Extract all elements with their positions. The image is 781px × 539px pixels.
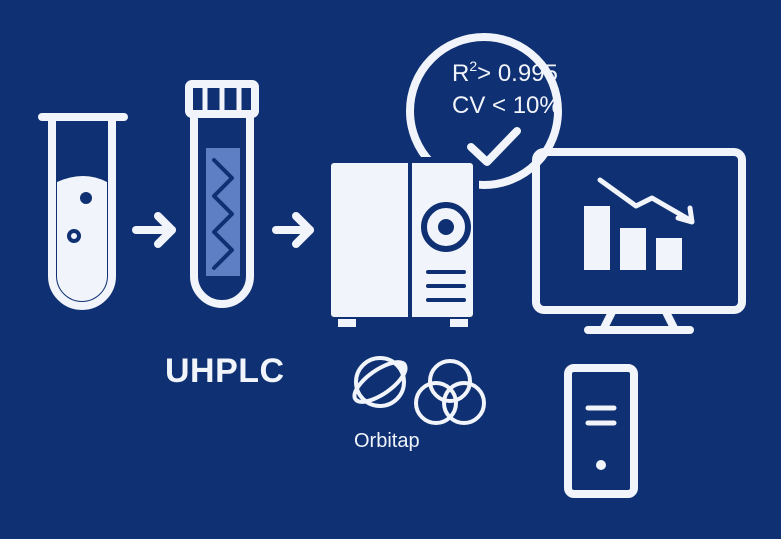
arrow-right-icon <box>132 212 176 248</box>
cv-label: CV < 10% <box>452 92 561 119</box>
column-tube-icon <box>185 80 259 308</box>
r-squared-label: R2> 0.995 <box>452 58 558 87</box>
arrow-right-icon <box>272 212 314 248</box>
orbit-atom-icon <box>352 356 408 408</box>
uhplc-label: UHPLC <box>165 352 285 390</box>
orbitrap-label: Orbitap <box>354 430 420 452</box>
mass-spectrometer-icon <box>325 157 479 327</box>
monitor-chart-icon <box>532 148 746 334</box>
server-tower-icon <box>564 364 638 498</box>
checkmark-badge-icon <box>406 33 562 189</box>
sample-tube-icon <box>38 113 128 310</box>
venn-circles-icon <box>414 359 486 425</box>
